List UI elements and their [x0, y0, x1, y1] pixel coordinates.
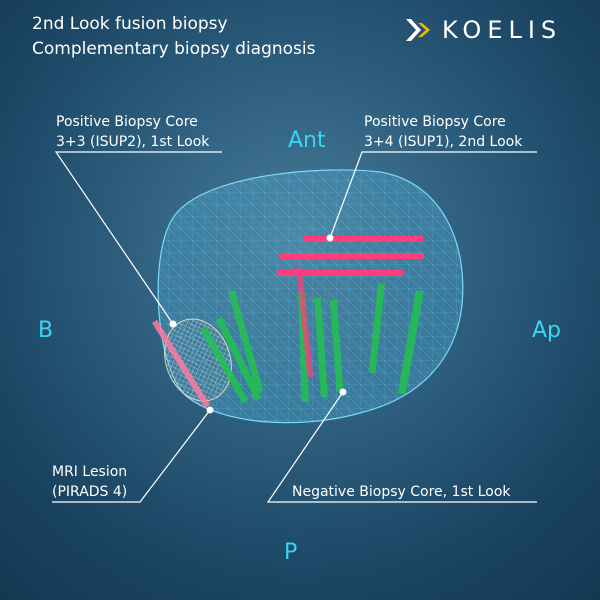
callout-lines	[52, 151, 537, 503]
callout-dot	[339, 388, 347, 396]
callout-line-negative	[266, 391, 537, 503]
callout-line-positive-second	[329, 151, 537, 239]
callout-line-positive-first	[54, 151, 222, 325]
callout-line-mri-lesion	[52, 409, 211, 503]
callout-mri-lesion-line2: (PIRADS 4)	[52, 484, 128, 500]
callout-dot	[326, 234, 334, 242]
callout-negative-first-line1: Negative Biopsy Core, 1st Look	[292, 484, 511, 500]
orientation-anterior: Ant	[288, 128, 326, 153]
callout-dot	[206, 406, 214, 414]
title-line-2: Complementary biopsy diagnosis	[32, 39, 316, 59]
negative-core	[216, 316, 262, 401]
koelis-logo-icon	[406, 19, 430, 41]
negative-core	[314, 297, 328, 398]
positive-core-first-look	[152, 319, 211, 408]
negative-core	[368, 283, 385, 374]
callout-positive-second-line1: Positive Biopsy Core	[364, 114, 506, 130]
callout-mri-lesion: MRI Lesion (PIRADS 4)	[52, 462, 127, 502]
orientation-apex: Ap	[532, 318, 562, 343]
callout-dots	[169, 234, 347, 414]
logo-wordmark: KOELIS	[442, 16, 563, 44]
callout-positive-first: Positive Biopsy Core 3+3 (ISUP2), 1st Lo…	[56, 112, 209, 152]
mri-lesion	[164, 318, 232, 402]
negative-core	[298, 291, 309, 402]
positive-core	[277, 270, 403, 276]
positive-core	[296, 267, 314, 378]
positive-cores-second-look	[277, 236, 424, 378]
title-line-1: 2nd Look fusion biopsy	[32, 14, 228, 34]
callout-positive-first-line2: 3+3 (ISUP2), 1st Look	[56, 134, 210, 150]
negative-core	[228, 290, 264, 393]
positive-core	[280, 253, 424, 259]
negative-cores	[200, 283, 424, 404]
negative-core	[200, 326, 249, 404]
orientation-base: B	[38, 318, 54, 343]
orientation-posterior: P	[284, 540, 298, 565]
callout-positive-second: Positive Biopsy Core 3+4 (ISUP1), 2nd Lo…	[364, 112, 522, 152]
negative-core	[330, 299, 344, 392]
negative-core	[397, 290, 424, 395]
callout-mri-lesion-line1: MRI Lesion	[52, 464, 128, 480]
callout-dot	[169, 320, 177, 328]
callout-positive-first-line1: Positive Biopsy Core	[56, 114, 198, 130]
koelis-logo: KOELIS	[402, 12, 592, 48]
callout-negative-first: Negative Biopsy Core, 1st Look	[292, 482, 511, 502]
positive-core	[303, 236, 423, 242]
prostate-mesh	[157, 169, 464, 424]
callout-positive-second-line2: 3+4 (ISUP1), 2nd Look	[364, 134, 523, 150]
